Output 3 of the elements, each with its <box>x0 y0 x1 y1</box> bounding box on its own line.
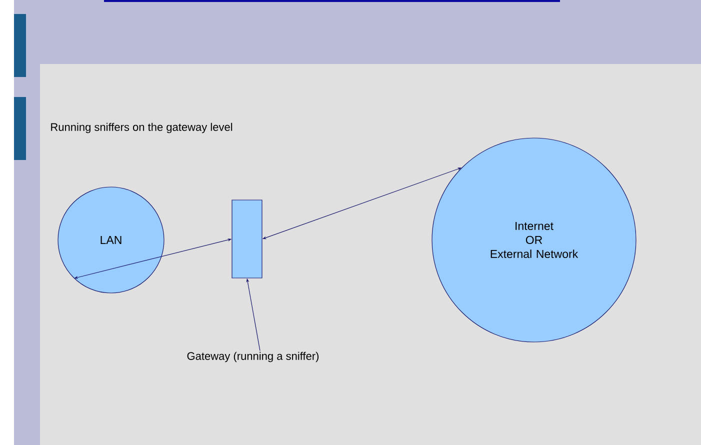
gateway-caption: Gateway (running a sniffer) <box>187 352 319 362</box>
slide-heading: Running sniffers on the gateway level <box>51 122 232 134</box>
gateway-box <box>232 200 262 278</box>
